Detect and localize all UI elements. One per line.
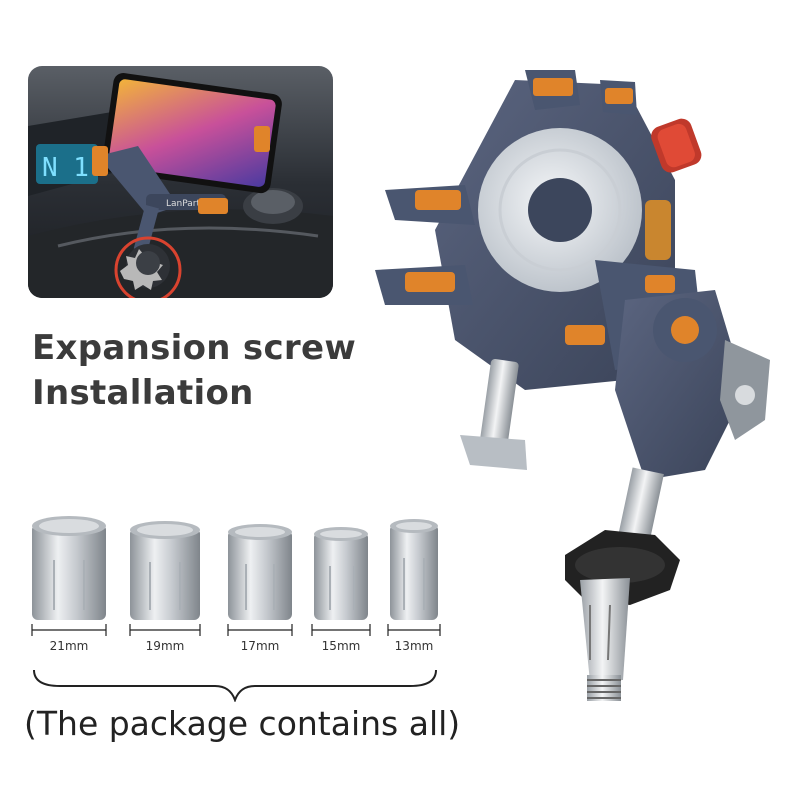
sleeve-15mm [314, 527, 368, 620]
dashboard-display [36, 144, 98, 184]
heading: Expansion screw Installation [32, 326, 356, 416]
installation-photo-art: N 1 LanParte [28, 66, 333, 298]
sleeve-19mm [130, 521, 200, 620]
grouping-brace [33, 669, 437, 702]
heading-line-2: Installation [32, 373, 254, 413]
heading-line-1: Expansion screw [32, 328, 357, 368]
size-label-21mm: 21mm [49, 639, 89, 653]
phone-mount-art [375, 70, 770, 701]
installation-photo: N 1 LanParte [28, 66, 333, 298]
size-label-15mm: 15mm [321, 639, 361, 653]
package-note: (The package contains all) [24, 704, 461, 743]
brand-text: LanParte [166, 199, 206, 209]
sleeve-set [22, 510, 452, 660]
size-label-19mm: 19mm [145, 639, 185, 653]
sleeve-21mm [32, 516, 106, 620]
phone-mount-product [375, 60, 785, 720]
highlight-circle [114, 236, 182, 298]
sleeve-13mm [390, 519, 438, 620]
size-label-17mm: 17mm [240, 639, 280, 653]
size-label-13mm: 13mm [394, 639, 434, 653]
dimension-lines [31, 624, 441, 636]
svg-text:N 1: N 1 [42, 153, 89, 183]
sleeve-17mm [228, 524, 292, 620]
sleeve-set-art [31, 516, 441, 636]
